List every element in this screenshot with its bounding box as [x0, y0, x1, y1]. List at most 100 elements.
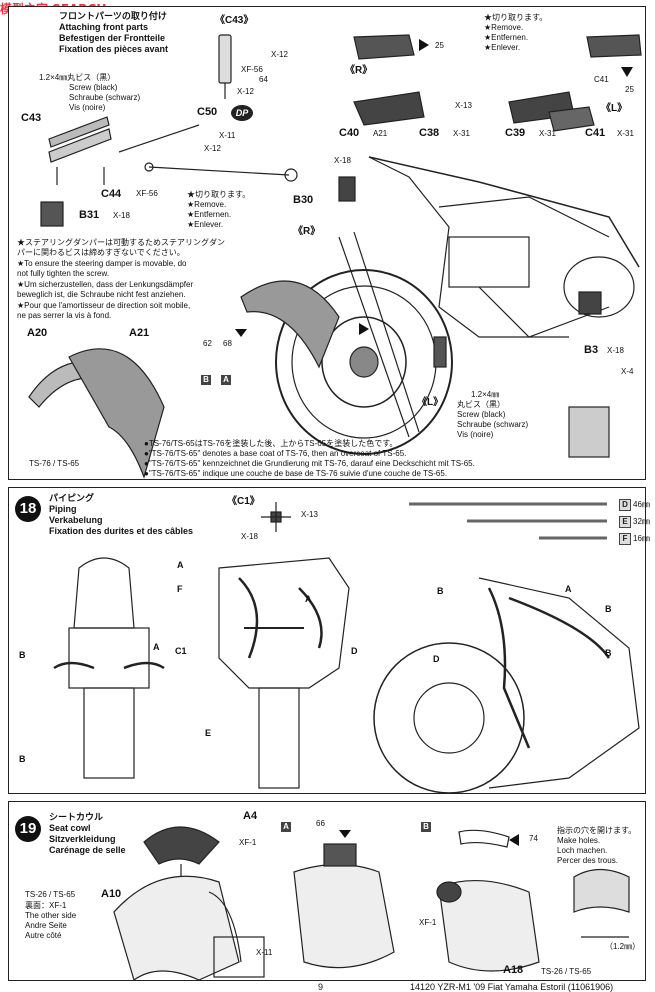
other-side-en: The other side: [25, 911, 77, 920]
part-c38: C38: [419, 127, 440, 139]
screw2-fr: Vis (noire): [457, 430, 494, 439]
damper-jp-1: ★ステアリングダンパーは可動するためステアリングダン: [17, 238, 225, 247]
marker-66: 66: [316, 819, 325, 828]
part-x31-b: X-31: [453, 129, 470, 138]
other-side-fr: Autre côté: [25, 931, 62, 940]
screw2-jp2: 丸ビス（黒）: [457, 400, 505, 409]
part-a20: A20: [27, 327, 48, 339]
part-x12-a: X-12: [271, 50, 288, 59]
step17-title-fr: Fixation des pièces avant: [59, 44, 169, 54]
screw2-en: Screw (black): [457, 410, 506, 419]
tube-d-length: 46㎜: [633, 500, 650, 509]
paint-note-de: ●"TS-76/TS-65" kennzeichnet die Grundier…: [144, 459, 475, 468]
callout-b-2: B: [19, 754, 26, 764]
part-a4: A4: [243, 810, 258, 822]
damper-de-1: ★Um sicherzustellen, dass der Lenkungsdä…: [17, 280, 194, 289]
remove-fr-1: ★Enlever.: [187, 220, 224, 229]
step18-title-jp: パイピング: [49, 493, 95, 503]
part-c50: C50: [197, 106, 218, 118]
remove-de-2: ★Entfernen.: [484, 33, 529, 42]
damper-fr-2: ne pas serrer la vis à fond.: [17, 311, 112, 320]
remove-de-1: ★Entfernen.: [187, 210, 232, 219]
part-x31-d: X-31: [617, 129, 634, 138]
part-b30: B30: [293, 194, 314, 206]
step17-illustration: [28, 34, 642, 479]
step19-title-de: Sitzverkleidung: [49, 834, 116, 844]
fender-paint: TS-76 / TS-65: [29, 459, 80, 468]
tube-f-length: 16㎜: [633, 534, 650, 543]
remove-en-1: ★Remove.: [187, 200, 227, 209]
part-x31-a: A21: [373, 129, 388, 138]
paint-note-fr: ●"TS-76/TS-65" indique une couche de bas…: [144, 469, 448, 478]
part-x12-c: X-12: [204, 144, 221, 153]
damper-en-1: ★To ensure the steering damper is movabl…: [17, 259, 187, 268]
remove-en-2: ★Remove.: [484, 23, 524, 32]
a10-paint: TS-26 / TS-65: [25, 890, 76, 899]
callout-a-3: A: [305, 594, 312, 604]
part-a18: A18: [503, 964, 524, 976]
screw-jp: 1.2×4㎜丸ビス（黒）: [39, 73, 116, 82]
c1-x18: X-18: [241, 532, 258, 541]
step18-title-fr: Fixation des durites et des câbles: [49, 526, 194, 536]
step-19-panel: 19 シートカウル Seat cowl Sitzverkleidung Caré…: [8, 801, 646, 981]
damper-fr-1: ★Pour que l'amortisseur de direction soi…: [17, 301, 191, 310]
step-17-panel: フロントパーツの取り付け Attaching front parts Befes…: [8, 6, 646, 480]
screw2-de: Schraube (schwarz): [457, 420, 529, 429]
c1-label: 《C1》: [227, 496, 260, 507]
model-info: 14120 YZR-M1 '09 Fiat Yamaha Estoril (11…: [410, 982, 614, 992]
other-side-jp: 裏面：XF-1: [25, 901, 67, 910]
tube-e-length: 32㎜: [633, 517, 650, 526]
callout-b-1: B: [19, 650, 26, 660]
callout-a-1: A: [177, 560, 184, 570]
part-c44: C44: [101, 188, 122, 200]
dp-badge: DP: [231, 105, 253, 121]
callout-b-4: B: [605, 648, 612, 658]
hole-size: （1.2㎜）: [605, 942, 641, 951]
callout-b-5: B: [605, 604, 612, 614]
tube-f-letter: F: [619, 533, 631, 545]
box-a: A: [221, 369, 231, 387]
part-x13-b: X-13: [455, 101, 472, 110]
page-number: 9: [318, 982, 324, 992]
marker-74: 74: [529, 834, 538, 843]
fender-left-label: 《L》: [417, 397, 444, 408]
step18-illustration: [53, 502, 640, 794]
paint-note-en: ●"TS-76/TS-65" denotes a base coat of TS…: [144, 449, 407, 458]
callout-b-3: B: [437, 586, 444, 596]
damper-jp-2: パーに関わるビスは締めすぎないでください。: [17, 248, 185, 257]
part-x18-b3: X-18: [607, 346, 624, 355]
tube-d-letter: D: [619, 499, 631, 511]
part-c41: C41: [585, 127, 606, 139]
damper-de-2: beweglich ist, die Schraube nicht fest a…: [17, 290, 186, 299]
remove-jp-1: ★切り取ります。: [187, 190, 251, 199]
part-c43: C43: [21, 112, 42, 124]
callout-d-1: D: [351, 646, 358, 656]
marker-25b: 25: [625, 85, 634, 94]
remove-jp-2: ★切り取ります。: [484, 13, 548, 22]
fender-right-label: 《R》: [293, 226, 321, 237]
part-c40: C40: [339, 127, 360, 139]
part-a10: A10: [101, 888, 122, 900]
part-x12-b: X-12: [237, 87, 254, 96]
c1-x13: X-13: [301, 510, 318, 519]
tube-e-letter: E: [619, 516, 631, 528]
part-x13-a: C41: [594, 75, 609, 84]
part-x18-b31: X-18: [113, 211, 130, 220]
paint-note-jp: ●TS-76/TS-65はTS-76を塗装した後、上からTS-65を塗装した色で…: [144, 439, 398, 448]
c43-top-label: 《C43》: [215, 15, 254, 26]
screw-en: Screw (black): [69, 83, 118, 92]
screw-de: Schraube (schwarz): [69, 93, 141, 102]
part-a21: A21: [129, 327, 150, 339]
part-b3: B3: [584, 344, 599, 356]
part-x31-c: X-31: [539, 129, 556, 138]
step17-title-en: Attaching front parts: [59, 22, 148, 32]
step-18-panel: 18 パイピング Piping Verkabelung Fixation des…: [8, 487, 650, 794]
marker-25a: 25: [435, 41, 444, 50]
callout-a-2: A: [153, 642, 160, 652]
part-xf56-a: XF-56: [241, 65, 263, 74]
part-x11: X-11: [256, 948, 273, 957]
part-x11: X-11: [219, 131, 236, 140]
brake-right-label: 《R》: [345, 65, 373, 76]
part-b-xf1: XF-1: [419, 918, 437, 927]
step19-box-b: B: [421, 816, 431, 834]
